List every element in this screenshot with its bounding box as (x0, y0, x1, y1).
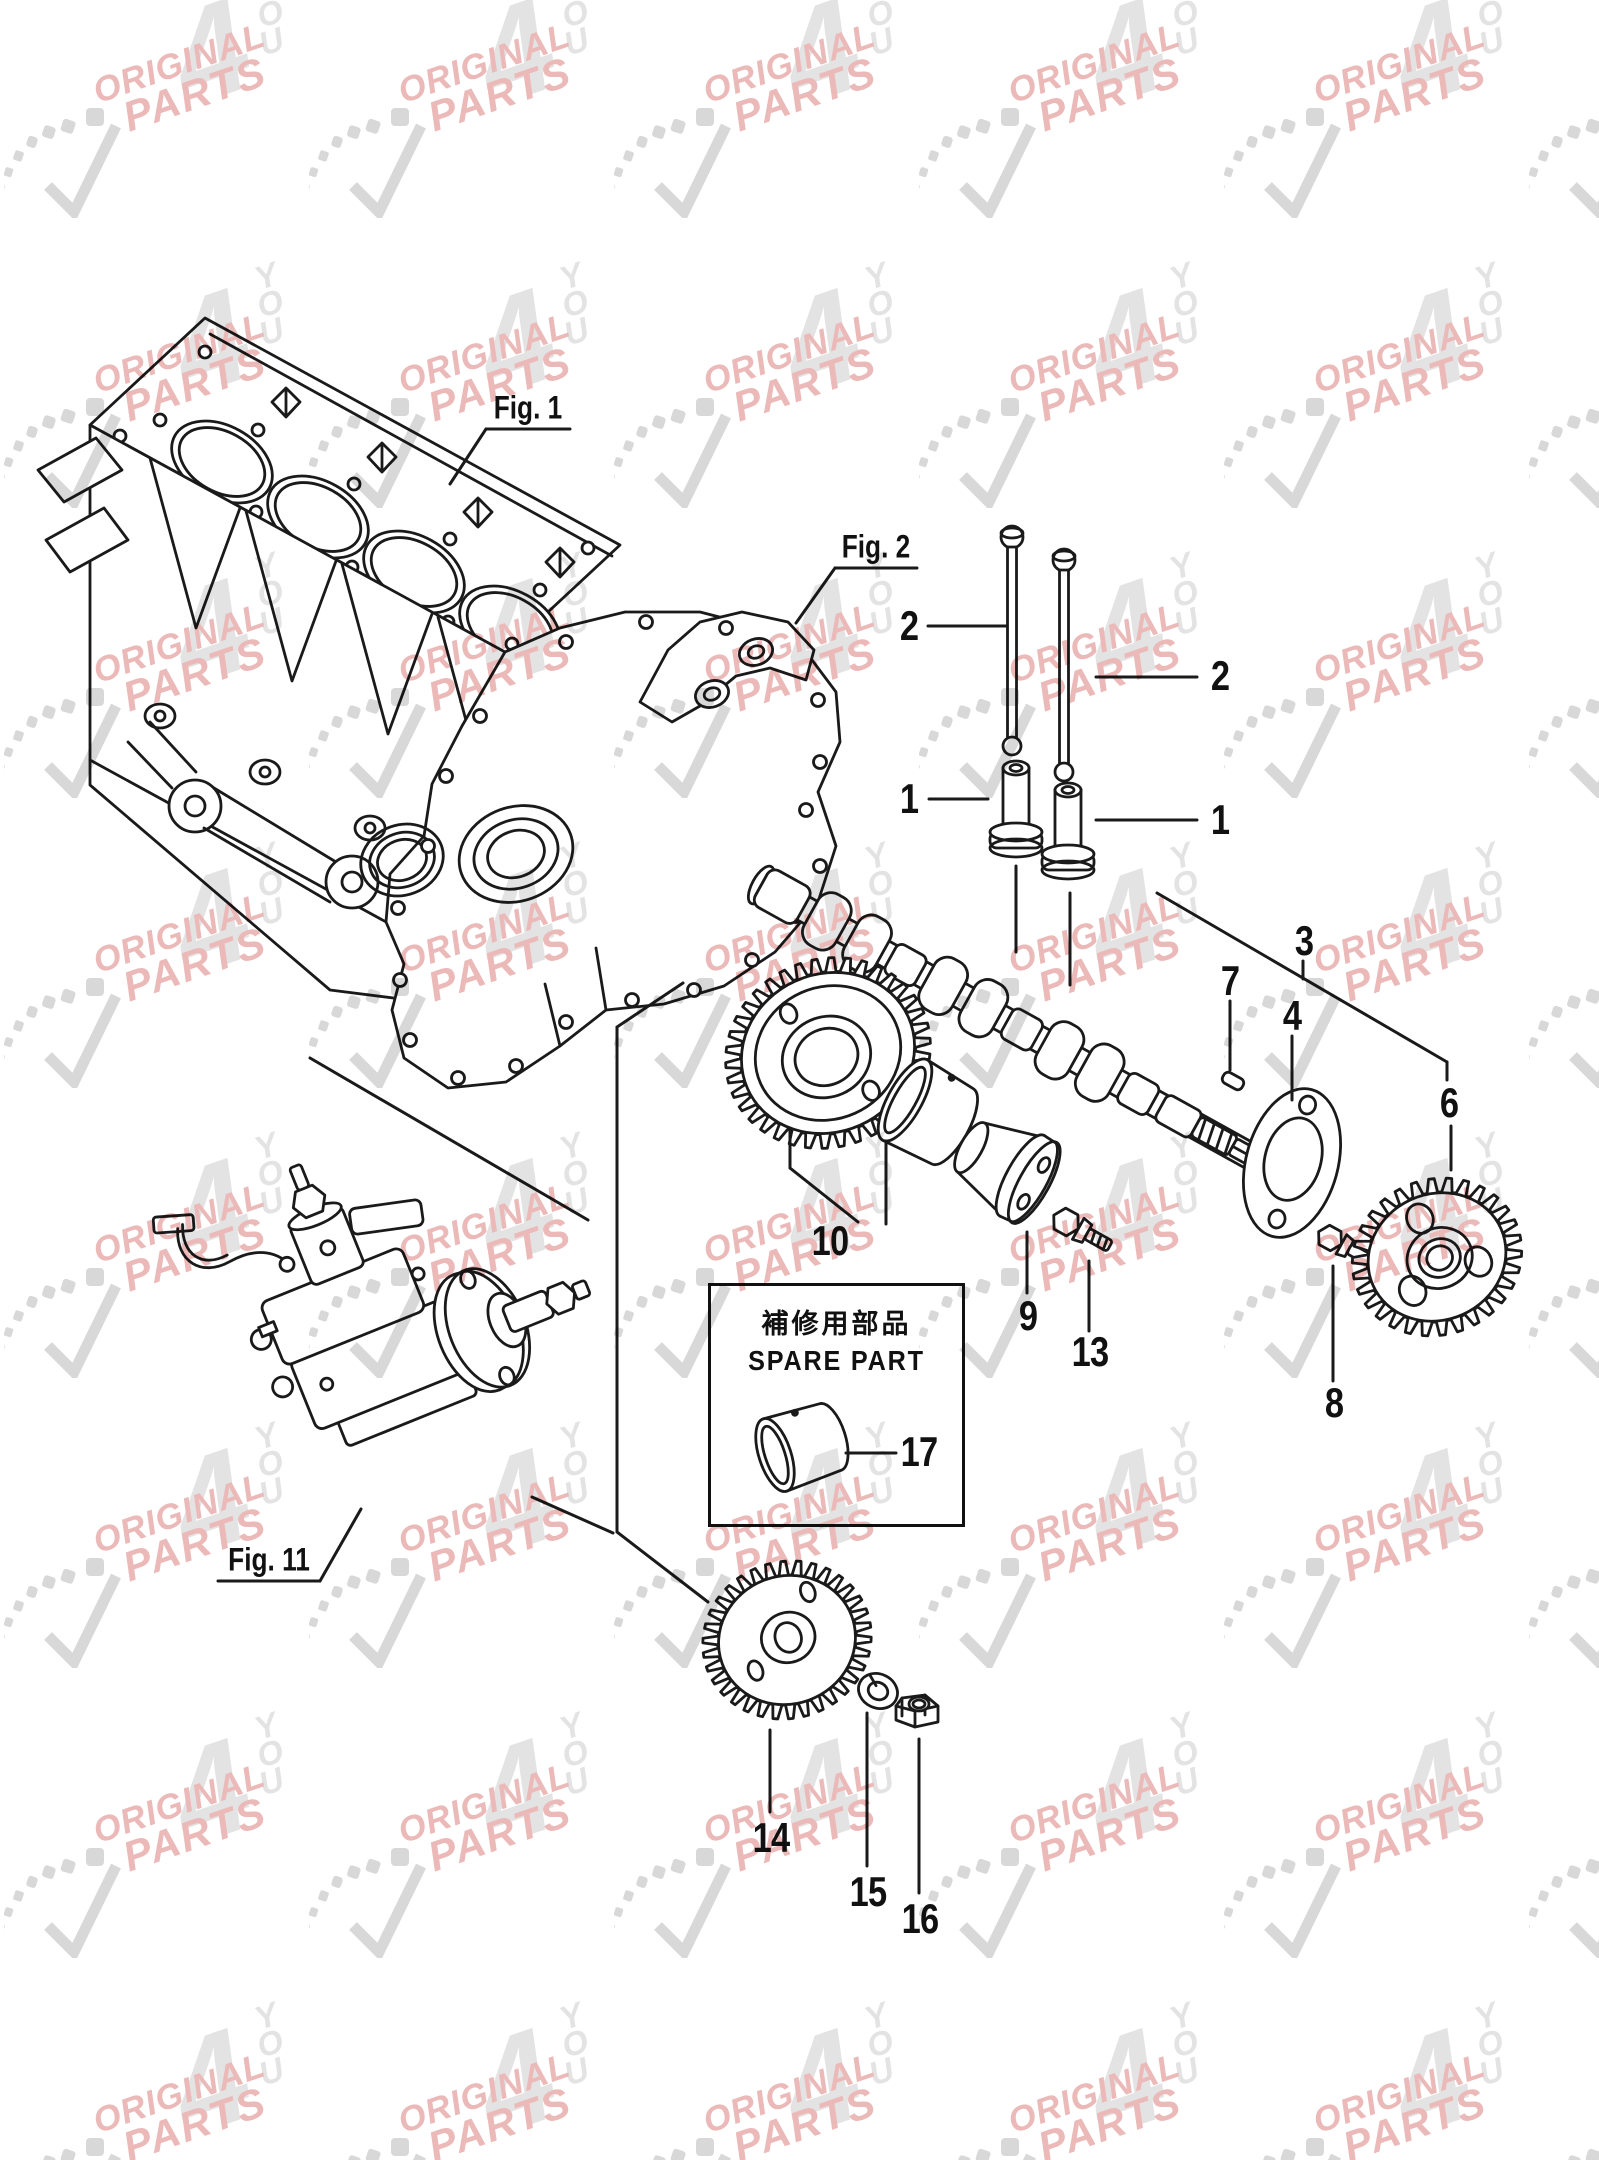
gasket-plate-art (1242, 1087, 1342, 1239)
leader-line (794, 566, 837, 625)
leader-polyline (788, 1129, 860, 1224)
pump-gear-art (701, 1559, 873, 1721)
leader-lines (216, 427, 1453, 1895)
injection-pump-art (151, 1163, 592, 1447)
spare-part-title-en: SPARE PART (748, 1345, 925, 1376)
push-rod-art (999, 524, 1077, 783)
leader-line (448, 427, 488, 486)
leader-line (318, 1507, 363, 1583)
spare-bushing-art (754, 1402, 850, 1493)
hub-bolt-art (1052, 1206, 1113, 1252)
leader-polyline (615, 981, 710, 1604)
nut-art (894, 1693, 940, 1729)
lock-washer-art (857, 1672, 899, 1710)
tappet-art (988, 759, 1096, 881)
spare-part-title-jp: 補修用部品 (761, 1309, 912, 1340)
engine-block-art (36, 316, 842, 1090)
camshaft-gear-art (1350, 1176, 1524, 1338)
leader-line (530, 1495, 615, 1535)
idler-gear-art (724, 956, 932, 1150)
tachometer-hub-art (953, 1121, 1062, 1225)
spare-part-box: 補修用部品 SPARE PART (708, 1283, 965, 1527)
woodruff-key-art (1220, 1070, 1246, 1092)
